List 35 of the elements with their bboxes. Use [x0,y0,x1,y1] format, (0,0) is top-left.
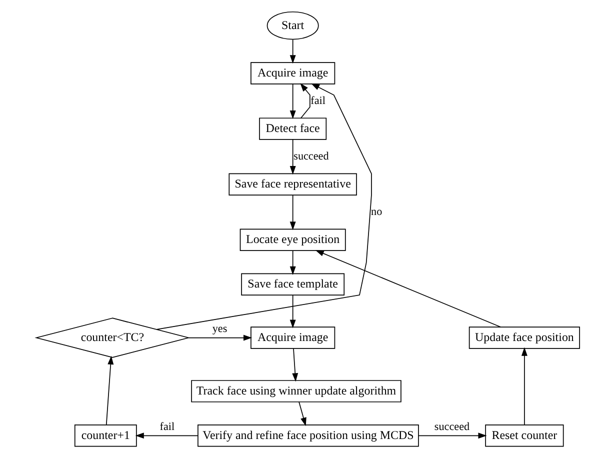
arrow [298,402,306,426]
edge-label: succeed [434,420,470,433]
arrow [292,348,298,382]
arrow [134,432,198,439]
node-box: Locate eye position [239,228,346,252]
arrow [105,356,114,426]
edge-label: yes [212,323,227,336]
edge-label: no [370,206,382,218]
arrow [289,84,296,120]
arrow [289,139,296,175]
edge-label: succeed [293,150,328,162]
node-box: Track face using winner update algorithm [190,380,401,402]
node-box: Save face template [240,273,344,296]
arrow [156,83,372,330]
node-ellipse: Start [266,11,318,40]
edge-label: fail [310,94,325,107]
arrow [289,194,296,230]
node-box: Acquire image [250,62,335,84]
arrow [188,334,252,341]
arrow [418,432,486,439]
node-box: Reset counter [484,424,564,447]
node-box: Verify and refine face position using MCDS [197,424,418,447]
node-box: Detect face [258,118,326,140]
node-box: Update face position [468,326,580,349]
arrow [289,250,296,275]
edge-label: fail [159,420,174,433]
node-box: counter+1 [74,424,136,447]
arrow [314,250,501,328]
node-box: Save face representative [228,173,356,196]
arrow [300,83,310,118]
node-box: Acquire image [250,326,335,349]
node-diamond: counter<TC? [34,318,190,358]
arrow [520,347,527,426]
arrow [289,294,296,328]
arrow [289,39,296,64]
